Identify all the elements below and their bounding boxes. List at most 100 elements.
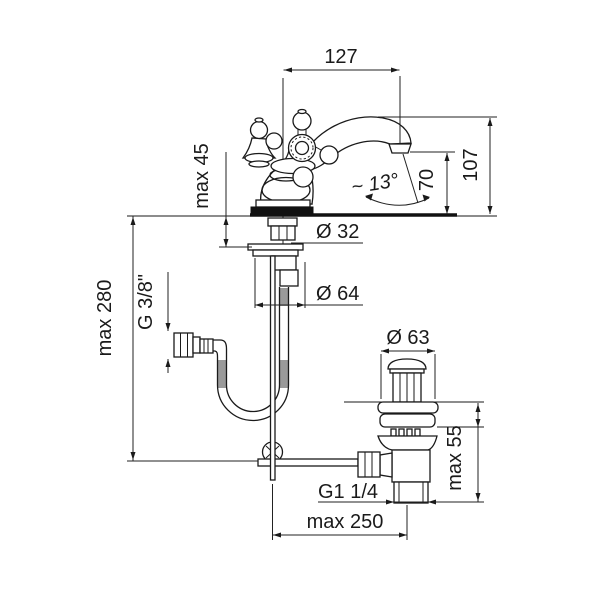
arc-arrow-left <box>365 193 373 201</box>
flange-rib <box>390 428 397 437</box>
dimension-total-height: 107 <box>378 116 497 214</box>
arrowhead-up <box>130 217 136 225</box>
arc-arrow-right <box>422 194 430 202</box>
drain-assembly <box>357 358 439 504</box>
dim-label-max45: max 45 <box>191 143 213 209</box>
dimension-waste-depth: max 55 <box>432 403 484 503</box>
arrowhead-down <box>165 323 171 331</box>
dimension-hole-diameter: Ø 32 <box>291 221 363 244</box>
clamp-washer <box>247 243 304 251</box>
cross-handle-left-ball <box>265 132 283 150</box>
hose-braid-band <box>279 360 289 388</box>
dim-label-g114: G1 1/4 <box>318 481 378 503</box>
arrowhead-right <box>297 302 305 308</box>
cross-handle-knurl <box>290 136 314 160</box>
dimension-supply-thread: G 3/8" <box>135 272 171 373</box>
dimension-base-diameter: Ø 64 <box>254 258 363 308</box>
threaded-shank <box>267 217 298 227</box>
arrowhead-left-pointing <box>428 499 436 505</box>
hose-inner-edge <box>213 287 281 413</box>
dimension-waste-cap: Ø 63 <box>380 327 436 399</box>
cross-handle-bottom-ball <box>292 166 314 188</box>
mounting-nut <box>270 225 296 241</box>
arrowhead-up <box>223 217 229 225</box>
dim-label-g38: G 3/8" <box>135 274 157 330</box>
arrowhead-down <box>223 239 229 247</box>
base-plate <box>250 206 314 216</box>
hose-braid-band <box>279 288 289 306</box>
drain-flange-lower <box>379 413 436 428</box>
cross-handle-top-cap <box>297 108 307 115</box>
clamp-washer-lower <box>252 249 299 257</box>
arrowhead-up <box>444 153 450 161</box>
drain-body-shoulder <box>377 435 438 451</box>
secondary-handle-ball <box>249 120 269 140</box>
arrowhead-right <box>391 67 399 73</box>
arrowhead-left <box>381 348 389 354</box>
dim-label-max280: max 280 <box>94 280 116 357</box>
dim-label-d32: Ø 32 <box>316 221 359 243</box>
spout-aerator <box>388 143 412 154</box>
cross-handle <box>265 108 339 188</box>
dimension-rod-reach: max 250 <box>272 484 408 540</box>
secondary-handle-tip <box>254 117 264 123</box>
flange-rib <box>414 428 421 437</box>
hose-connector-block <box>279 269 299 287</box>
arrowhead-left <box>273 532 281 538</box>
arrowhead-right <box>399 532 407 538</box>
flange-rib <box>398 428 405 437</box>
mounting-hardware <box>247 217 304 287</box>
angle-line <box>402 153 419 204</box>
dimension-supply-length: max 280 <box>94 216 258 462</box>
arrowhead-down <box>487 206 493 214</box>
dim-label-angle: ~ 13° <box>350 169 400 198</box>
cross-handle-top-ball <box>292 111 312 131</box>
dim-label-127: 127 <box>324 46 357 68</box>
pop-up-linkage <box>257 255 359 481</box>
dimension-waste-thread: G1 1/4 <box>318 481 443 505</box>
dim-label-max55: max 55 <box>444 425 466 491</box>
arrowhead-left <box>255 302 263 308</box>
flexible-hose <box>173 287 290 422</box>
cross-handle-right-ball <box>319 145 339 165</box>
dim-label-d63: Ø 63 <box>386 327 429 349</box>
supply-ferrule <box>199 338 214 354</box>
faucet <box>241 108 412 216</box>
drain-flange-upper <box>377 401 439 414</box>
dimension-deck-thickness: max 45 <box>191 143 252 248</box>
dim-label-max250: max 250 <box>307 511 384 533</box>
base-plinth <box>255 199 311 208</box>
hose-braid-band <box>217 360 227 388</box>
dimension-spout-height: 70 <box>410 151 455 214</box>
arrowhead-up <box>165 359 171 367</box>
hose-outer-edge <box>213 287 290 422</box>
rod-inlet-boss <box>379 452 393 478</box>
arrowhead-right-pointing <box>386 499 394 505</box>
flange-rib <box>406 428 413 437</box>
arrowhead-down <box>475 419 481 427</box>
angle-arc <box>365 196 430 206</box>
supply-nut <box>173 332 214 358</box>
arrowhead-down-bottom <box>475 493 481 501</box>
supply-nut-hex <box>173 332 194 358</box>
drain-plug-cap <box>387 358 427 370</box>
dimension-spout-width: 127 <box>283 46 401 143</box>
drain-body <box>391 449 431 483</box>
supply-collar <box>192 336 201 354</box>
arrowhead-up <box>475 404 481 412</box>
secondary-handle-base <box>248 160 270 168</box>
dim-label-107: 107 <box>460 148 482 181</box>
drain-tailpipe <box>393 481 429 504</box>
arrowhead-up <box>487 118 493 126</box>
dim-label-70: 70 <box>416 169 438 191</box>
cross-handle-screw-cap <box>294 140 310 156</box>
arrowhead-left <box>284 67 292 73</box>
rod-inlet-nut <box>357 451 381 478</box>
arrowhead-right <box>427 348 435 354</box>
arrowhead-down <box>130 452 136 460</box>
secondary-handle <box>241 117 277 168</box>
dim-label-d64: Ø 64 <box>316 283 359 305</box>
pop-up-rod <box>269 255 276 481</box>
